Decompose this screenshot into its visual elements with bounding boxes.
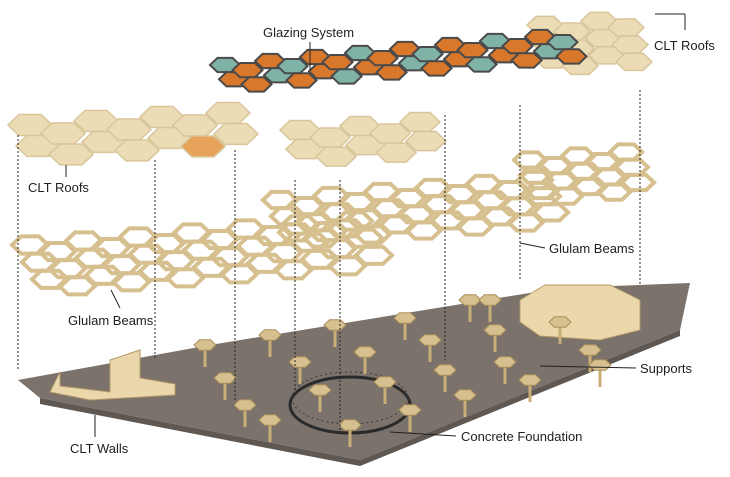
glulam-beams-group	[9, 142, 657, 297]
label-glulam-beams-right: Glulam Beams	[549, 241, 635, 256]
glulam-beam-cell	[353, 244, 395, 266]
support-capital	[483, 324, 507, 336]
clt-wall-left	[49, 349, 176, 401]
support-capital	[578, 344, 602, 356]
glulam-beam-cell	[472, 190, 512, 211]
support-capital	[478, 294, 502, 306]
support-capital	[493, 356, 517, 368]
label-clt-roofs-top: CLT Roofs	[654, 38, 715, 53]
label-clt-walls: CLT Walls	[70, 441, 129, 456]
glulam-beam-cell	[613, 157, 651, 177]
glulam-beam-cell	[311, 185, 351, 207]
glulam-beam-cell	[73, 247, 115, 269]
clt-roof-panel	[610, 35, 650, 55]
clt-roof-panel	[47, 143, 95, 166]
glazing-panel	[510, 52, 543, 69]
glulam-beam-cell	[181, 239, 223, 261]
glulam-beam-cell	[127, 243, 169, 265]
support-capital	[258, 414, 282, 426]
glazing-panel	[375, 64, 408, 81]
glazing-panel	[240, 76, 273, 93]
clt-roof-panel	[314, 146, 358, 167]
clt-roofs-group	[6, 11, 654, 167]
clt-roof-panel	[212, 122, 260, 146]
glazing-panel	[285, 72, 318, 89]
label-clt-roofs-left: CLT Roofs	[28, 180, 89, 195]
glulam-beam-cell	[619, 172, 657, 193]
supports-group	[193, 294, 612, 447]
clt-roof-panel	[368, 123, 412, 144]
glulam-beam-cell	[225, 218, 267, 240]
glazing-panel	[555, 48, 588, 65]
clt-roof-panel	[404, 130, 448, 152]
clt-roof-panel	[113, 139, 161, 162]
glulam-beam-cell	[531, 202, 571, 223]
glulam-beam-cell	[117, 226, 159, 248]
support-capital	[233, 399, 257, 411]
clt-roof-panel	[398, 111, 442, 133]
label-glazing-system: Glazing System	[263, 25, 355, 40]
support-capital	[258, 329, 282, 341]
clt-roof-panel	[374, 142, 418, 163]
glazing-panel	[546, 34, 579, 51]
support-capital	[453, 389, 477, 401]
glazing-panel	[330, 68, 363, 85]
support-capital	[323, 319, 347, 331]
leader-line	[389, 431, 457, 437]
glazing-panel	[465, 56, 498, 73]
support-capital	[338, 419, 362, 431]
glulam-beam-cell	[63, 230, 105, 252]
support-capital	[193, 339, 217, 351]
support-capital	[433, 364, 457, 376]
leader-line	[519, 242, 546, 249]
label-glulam-beams-left: Glulam Beams	[68, 313, 154, 328]
support-capital	[308, 384, 332, 396]
support-capital	[353, 346, 377, 358]
ground-slab	[18, 283, 690, 460]
label-supports: Supports	[640, 361, 693, 376]
concrete-foundation-fence	[291, 371, 409, 425]
glulam-beam-cell	[370, 198, 410, 219]
leader-lines-group	[17, 13, 686, 437]
glulam-beam-cell	[464, 173, 504, 195]
support-capital	[518, 374, 542, 386]
glulam-beam-cell	[171, 222, 213, 244]
clt-roof-panel	[308, 127, 352, 148]
glulam-beam-cell	[9, 234, 51, 256]
support-capital	[458, 294, 482, 306]
support-capital	[393, 312, 417, 324]
clt-roof-panel	[179, 135, 227, 158]
leader-line	[539, 365, 637, 369]
support-capital	[398, 404, 422, 416]
clt-roof-panel	[614, 52, 654, 72]
support-capital	[213, 372, 237, 384]
leader-line	[110, 289, 121, 309]
glulam-beam-cell	[362, 181, 402, 203]
glazing-system-group	[208, 28, 588, 93]
glazing-panel	[420, 60, 453, 77]
glulam-beam-cell	[421, 194, 461, 215]
clt-roof-panel	[606, 18, 646, 37]
support-capital	[548, 316, 572, 328]
glulam-beam-cell	[19, 251, 61, 273]
glulam-beam-cell	[260, 189, 300, 211]
label-concrete-foundation: Concrete Foundation	[461, 429, 583, 444]
clt-wall-right	[519, 284, 641, 341]
support-capital	[288, 356, 312, 368]
support-capital	[418, 334, 442, 346]
glulam-beam-cell	[607, 142, 645, 162]
support-capital	[373, 376, 397, 388]
support-capital	[588, 359, 612, 371]
glulam-beam-cell	[235, 235, 277, 257]
ground-slab-edge	[40, 330, 680, 466]
